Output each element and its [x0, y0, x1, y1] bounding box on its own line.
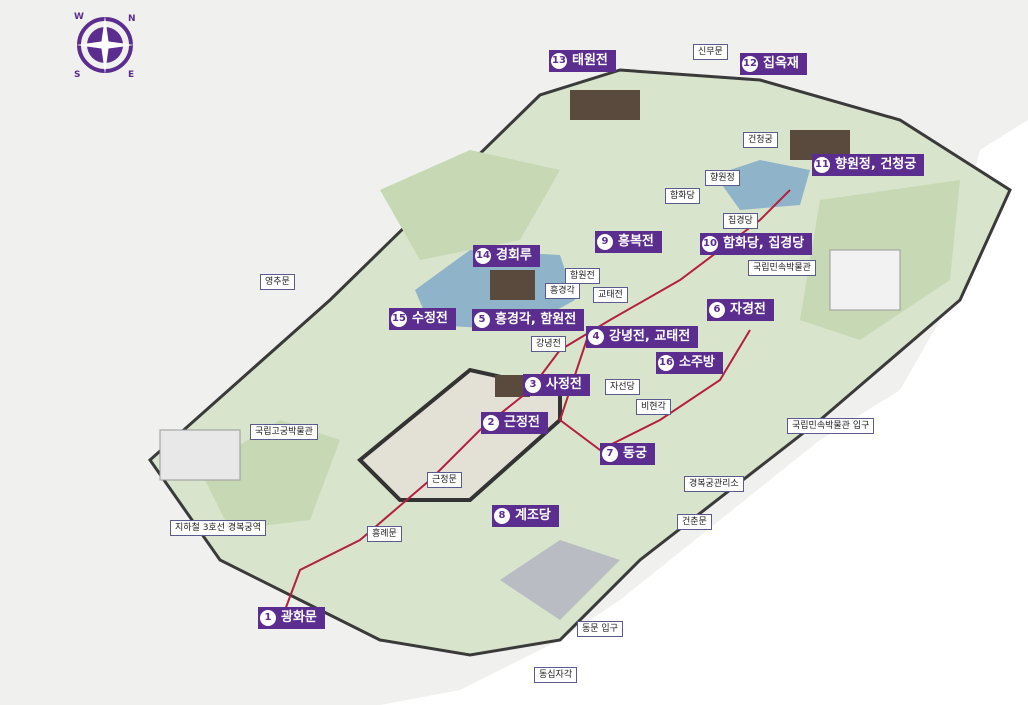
place-label: 집경당 [723, 213, 758, 229]
place-label: 근정문 [427, 472, 462, 488]
place-label: 신무문 [693, 44, 728, 60]
compass-n-label: N [128, 14, 136, 24]
compass-s-label: S [74, 70, 81, 80]
building [570, 90, 640, 120]
parking [500, 540, 620, 620]
compass-w-label: W [74, 12, 84, 22]
place-label: 동십자각 [534, 667, 578, 683]
place-label: 함화당 [665, 188, 700, 204]
place-label: 흥례문 [367, 526, 402, 542]
place-label: 건청궁 [743, 132, 778, 148]
place-label: 영추문 [260, 274, 295, 290]
building [490, 270, 535, 300]
place-label: 국립고궁박물관 [250, 424, 318, 440]
place-label: 국립민속박물관 입구 [787, 418, 875, 434]
lawn [380, 150, 560, 260]
place-label: 동문 입구 [577, 621, 623, 637]
compass-icon [76, 16, 134, 74]
tour-route [558, 329, 751, 452]
lawn [200, 420, 340, 530]
place-label: 강녕전 [531, 336, 566, 352]
folk-museum-building [829, 249, 901, 311]
place-label: 함원전 [565, 268, 600, 284]
compass-e-label: E [128, 70, 135, 80]
museum-building [159, 429, 241, 481]
place-label: 건춘문 [677, 514, 712, 530]
place-label: 향원정 [705, 170, 740, 186]
place-label: 흥경각 [545, 283, 580, 299]
place-label: 자선당 [605, 379, 640, 395]
place-label: 지하철 3호선 경복궁역 [170, 520, 266, 536]
place-label: 교태전 [593, 287, 628, 303]
place-label: 국립민속박물관 [748, 260, 816, 276]
building [495, 375, 530, 397]
place-label: 경복궁관리소 [684, 476, 744, 492]
place-label: 비현각 [636, 399, 671, 415]
